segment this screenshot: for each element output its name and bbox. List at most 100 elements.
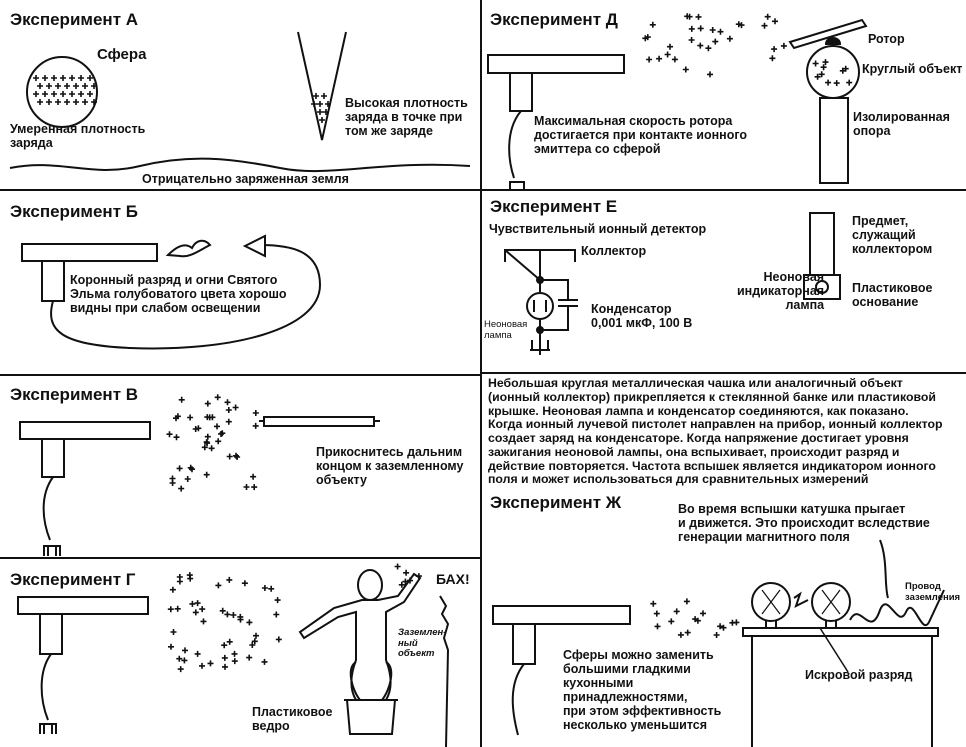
ion-plus <box>169 585 177 594</box>
ion-plus <box>169 628 178 636</box>
ion-plus <box>172 433 181 442</box>
cone-a <box>297 31 347 141</box>
ion-plus <box>251 422 260 430</box>
ion-plus <box>77 74 85 82</box>
ion-plus <box>45 98 53 106</box>
label-bucket: Пластиковое ведро <box>252 705 333 733</box>
ion-plus <box>32 90 40 98</box>
ion-plus <box>36 82 44 90</box>
label-ground-wire: Провод заземления <box>905 581 961 603</box>
ground-wire-zh <box>879 539 889 599</box>
ion-plus <box>249 472 257 481</box>
label-spheres-note: Сферы можно заменить большими гладкими к… <box>563 648 722 732</box>
ion-plus <box>63 98 71 106</box>
ion-plus <box>202 470 211 479</box>
ion-plus <box>763 12 772 21</box>
ion-plus <box>41 74 49 82</box>
title-zh: Эксперимент Ж <box>490 493 622 512</box>
ion-plus <box>712 631 721 639</box>
ion-cloud-d <box>641 12 788 79</box>
ion-plus <box>176 577 184 586</box>
label-ground: Отрицательно заряженная земля <box>142 172 349 186</box>
ion-plus <box>41 90 49 98</box>
ion-plus <box>218 606 227 615</box>
ion-plus <box>173 604 182 613</box>
plug-v <box>43 545 61 556</box>
ion-plus <box>261 584 269 592</box>
emitter-zh <box>492 605 631 665</box>
bucket-g <box>344 699 398 735</box>
ion-plus <box>708 26 717 34</box>
title-d: Эксперимент Д <box>490 10 618 29</box>
ion-plus <box>655 54 663 63</box>
label-neon-indicator: Неоновая индикаторная лампа <box>737 270 825 312</box>
ion-plus <box>50 74 58 82</box>
ion-plus <box>672 607 681 616</box>
ion-plus <box>648 20 657 29</box>
ion-plus <box>233 453 241 461</box>
label-touch: Прикоснитесь дальним концом к заземленно… <box>316 445 464 487</box>
ion-plus <box>218 429 227 438</box>
ion-plus <box>72 98 80 106</box>
ion-plus <box>231 403 240 412</box>
ion-plus <box>204 432 212 441</box>
emitter-d <box>487 54 625 112</box>
ion-plus <box>310 100 318 108</box>
ion-plus <box>214 437 222 446</box>
ion-plus <box>68 74 76 82</box>
ion-plus <box>225 406 233 414</box>
ion-plus <box>711 37 720 46</box>
arrow-b <box>242 234 266 258</box>
ion-plus <box>241 579 249 588</box>
ion-plus <box>165 430 174 439</box>
ion-plus <box>316 100 324 108</box>
ion-plus <box>50 90 58 98</box>
title-a: Эксперимент А <box>10 10 139 29</box>
ion-plus <box>204 399 212 408</box>
person-g <box>298 569 422 701</box>
ion-plus <box>206 659 215 668</box>
label-sphere: Сфера <box>97 46 147 63</box>
ion-plus <box>183 475 192 483</box>
ion-plus <box>54 82 62 90</box>
ion-plus <box>402 568 410 577</box>
ion-plus <box>260 658 269 666</box>
ion-plus <box>666 42 674 51</box>
coil-zh <box>849 589 945 627</box>
ion-plus <box>188 600 197 608</box>
ion-plus <box>213 393 222 402</box>
ion-plus <box>274 635 283 644</box>
spark-lightning-zh <box>793 591 809 608</box>
ion-plus <box>225 452 234 461</box>
ion-plus <box>77 90 85 98</box>
leader-spark <box>819 627 849 673</box>
ion-plus <box>167 642 175 651</box>
ion-plus <box>230 650 239 658</box>
cord-b <box>50 244 322 350</box>
ion-plus <box>683 597 691 606</box>
ion-plus <box>193 650 202 658</box>
ion-plus <box>272 610 281 619</box>
label-collector-object: Предмет, служащий коллектором <box>852 214 933 256</box>
ion-plus <box>223 610 232 619</box>
ion-plus <box>177 395 186 404</box>
label-detector: Чувствительный ионный детектор <box>489 222 707 236</box>
ion-plus <box>45 82 53 90</box>
ion-plus <box>652 609 661 618</box>
ion-plus <box>186 413 194 422</box>
ion-plus <box>32 74 40 82</box>
ion-plus <box>699 609 707 618</box>
cord-zh <box>511 663 525 736</box>
flame-b <box>165 239 212 258</box>
ion-plus <box>81 98 89 106</box>
ion-plus <box>645 55 653 64</box>
ion-plus <box>177 484 185 493</box>
label-capacitor: Конденсатор 0,001 мкФ, 100 В <box>591 302 693 330</box>
label-grounded-object: Заземлен- ный объект <box>398 627 447 660</box>
ion-plus <box>207 444 216 453</box>
ion-plus <box>696 41 705 50</box>
ion-plus <box>213 422 221 431</box>
label-insulated-support: Изолированная опора <box>853 110 950 138</box>
title-e: Эксперимент Е <box>490 197 618 216</box>
